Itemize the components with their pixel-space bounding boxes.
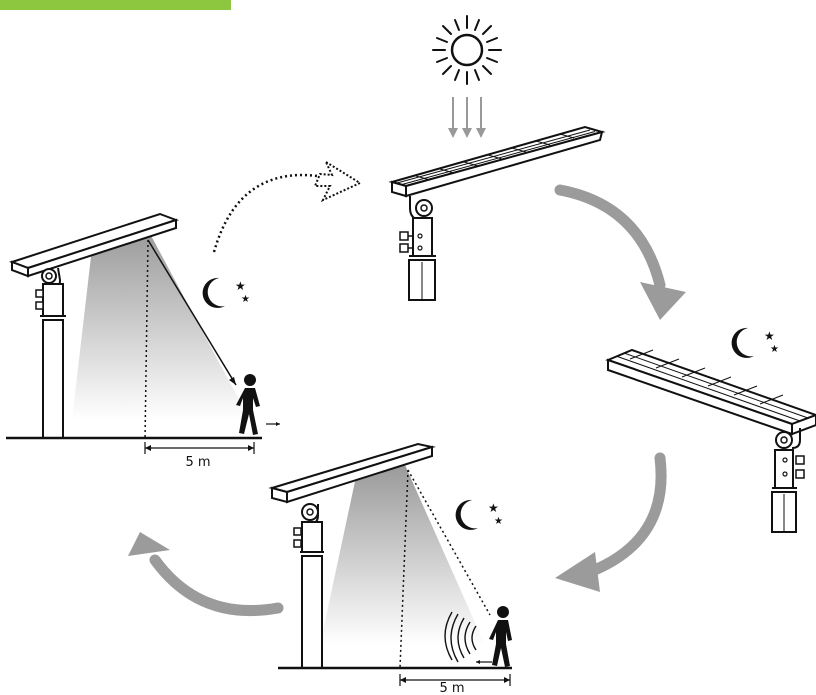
distance-label: 5 m — [439, 681, 464, 695]
accent-bar — [0, 0, 231, 10]
solar-panel — [388, 125, 606, 198]
cycle-arrow-icon — [555, 452, 667, 592]
svg-text:★: ★ — [241, 294, 250, 305]
street-light-standby — [605, 348, 816, 533]
moon-stars-icon: ★ ★ — [202, 277, 250, 308]
svg-text:★: ★ — [488, 501, 499, 515]
sun-icon — [432, 15, 502, 85]
svg-text:★: ★ — [235, 279, 246, 293]
person-icon — [236, 374, 260, 435]
svg-text:★: ★ — [770, 344, 779, 355]
solar-panel — [268, 442, 436, 504]
svg-text:★: ★ — [494, 516, 503, 527]
distance-label: 5 m — [185, 455, 210, 470]
cycle-arrow-icon — [128, 532, 284, 617]
cycle-arrow-icon — [554, 184, 686, 320]
sun-rays-arrows — [448, 97, 486, 138]
solar-panel — [8, 212, 180, 278]
moon-stars-icon: ★ ★ — [455, 499, 503, 530]
motion-sensor-waves-icon — [444, 611, 477, 663]
street-light-person-leaving: 5 m — [6, 212, 280, 470]
distance-dimension: 5 m — [399, 674, 511, 695]
street-light-motion-detected: 5 m — [268, 442, 512, 695]
solar-panel — [605, 348, 816, 436]
person-icon — [489, 606, 512, 667]
distance-dimension: 5 m — [144, 442, 255, 470]
street-light-charging — [388, 125, 606, 301]
svg-text:★: ★ — [764, 329, 775, 343]
moon-stars-icon: ★ ★ — [731, 327, 779, 358]
cycle-arrow-icon — [212, 159, 363, 253]
